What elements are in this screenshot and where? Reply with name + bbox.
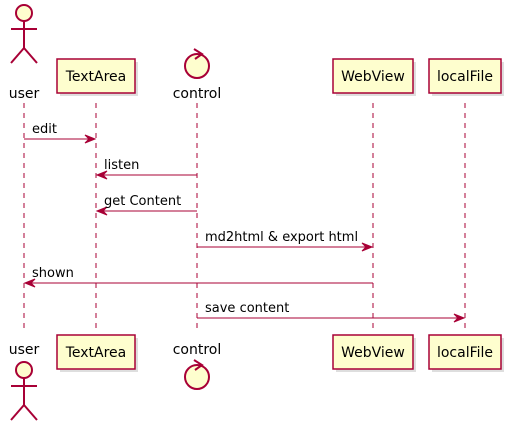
participant-user: user user [9, 4, 40, 421]
message-2-arrowhead [95, 170, 108, 180]
message-5-arrowhead [23, 278, 36, 288]
participant-control-bottom-label: control [173, 342, 222, 358]
participant-textarea-top-box [56, 58, 136, 94]
message-4: md2html & export html [197, 230, 374, 252]
participant-localfile-bottom-label: localFile [437, 345, 493, 361]
actor-head [15, 361, 33, 379]
participant-control: control control [173, 48, 222, 390]
message-1-label: edit [32, 122, 57, 137]
participant-localfile-top-box [428, 58, 502, 94]
participant-textarea-bottom-label: TextArea [65, 345, 127, 361]
participant-webview-bottom-label: WebView [341, 345, 405, 361]
message-5-label: shown [32, 266, 74, 281]
actor-left-leg [10, 404, 25, 421]
participant-textarea-top-label: TextArea [65, 69, 127, 85]
message-6: save content [197, 301, 466, 323]
participant-webview-top-box [332, 58, 414, 94]
actor-head [15, 4, 33, 22]
participant-user-bottom-label: user [9, 342, 40, 358]
participant-user-top-label: user [9, 86, 40, 102]
participant-control-bottom-icon [184, 359, 210, 390]
participant-textarea-bottom-box [56, 334, 136, 370]
message-3-label: get Content [104, 194, 181, 209]
participant-webview-top-label: WebView [341, 69, 405, 85]
message-1-arrowhead [84, 134, 97, 144]
control-arrowhead [193, 359, 204, 371]
message-2-label: listen [104, 158, 139, 173]
message-3: get Content [95, 194, 197, 216]
message-2: listen [95, 158, 197, 180]
message-3-arrowhead [95, 206, 108, 216]
lifelines [23, 103, 466, 330]
participant-user-top-figure [10, 4, 38, 64]
participant-control-top-icon [184, 48, 210, 79]
control-circle [184, 53, 210, 79]
participant-webview-bottom-box [332, 334, 414, 370]
message-1: edit [24, 122, 97, 144]
participant-control-top-label: control [173, 86, 222, 102]
message-4-arrowhead [361, 242, 374, 252]
message-4-label: md2html & export html [205, 230, 358, 245]
participant-user-bottom-figure [10, 361, 38, 421]
message-6-label: save content [205, 301, 289, 316]
control-circle [184, 364, 210, 390]
participant-localfile-top-label: localFile [437, 69, 493, 85]
actor-left-leg [10, 47, 25, 64]
message-5: shown [23, 266, 373, 288]
actor-right-leg [23, 47, 38, 64]
actor-right-leg [23, 404, 38, 421]
message-6-arrowhead [453, 313, 466, 323]
control-arrowhead [193, 48, 204, 60]
participant-localfile: localFile localFile [428, 58, 504, 372]
participant-localfile-bottom-box [428, 334, 502, 370]
